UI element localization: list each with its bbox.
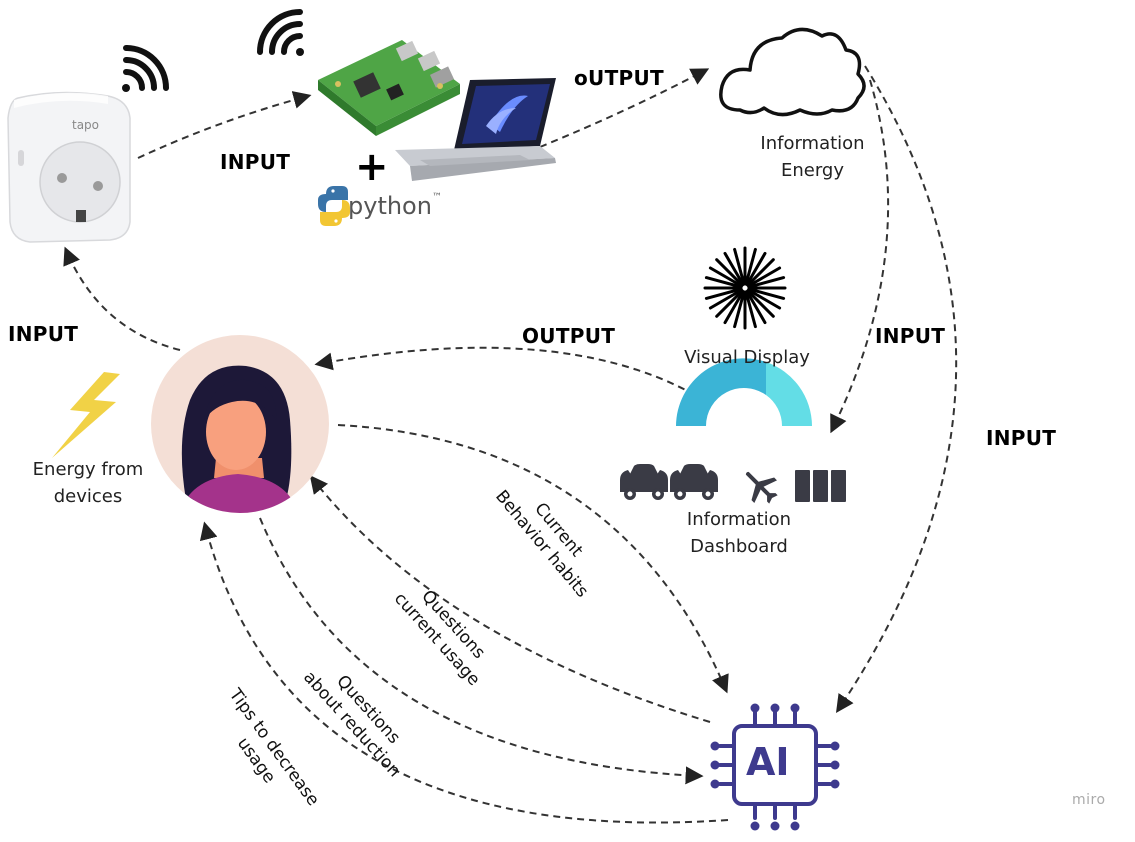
starburst-ray [723, 290, 745, 325]
plug-brand-label: tapo [72, 118, 100, 132]
cloud-label-line-2: Energy [780, 160, 845, 181]
visual-display-label: Visual Display [684, 347, 810, 368]
starburst-ray [747, 288, 782, 310]
starburst-ray [745, 290, 767, 325]
dashboard-label-line-1: Information [686, 509, 792, 530]
label-input-cloud-to-dashboard: INPUT [875, 324, 946, 348]
energy-label-line-1: Energy from [32, 459, 144, 480]
starburst-ray [746, 258, 775, 287]
smart-plug-icon [7, 91, 131, 243]
python-logo-icon [318, 186, 350, 226]
lightning-icon [52, 372, 120, 458]
wifi-icon-plug [122, 45, 169, 92]
wifi-icon-pi [257, 9, 304, 56]
starburst-ray [746, 289, 775, 318]
starburst-ray [747, 276, 786, 289]
starburst-ray [704, 276, 743, 289]
edge-cloud-to-dashboard [830, 79, 890, 434]
starburst-ray [733, 247, 746, 286]
car-icon-2 [670, 464, 718, 500]
starburst-icon [703, 246, 787, 330]
energy-label-line-2: devices [53, 486, 123, 507]
starburst-ray [744, 247, 757, 286]
laptop-icon [395, 78, 556, 181]
edge-ai-to-user-usage [309, 475, 711, 723]
edge-user-to-ai-behavior [337, 424, 729, 694]
label-input-plug-to-pi: INPUT [220, 150, 291, 174]
car-icon-1 [620, 464, 668, 500]
starburst-ray [704, 287, 743, 300]
starburst-ray [715, 289, 744, 318]
starburst-ray [747, 287, 786, 300]
label-output-dashboard-to-user: OUTPUT [522, 324, 616, 348]
python-trademark: ™ [431, 192, 442, 203]
plane-icon [745, 471, 778, 504]
starburst-ray [733, 290, 746, 329]
miro-watermark: miro [1072, 792, 1106, 808]
starburst-ray [747, 266, 782, 288]
starburst-ray [715, 258, 744, 287]
starburst-ray [723, 251, 745, 286]
edge-laptop-to-cloud [539, 68, 710, 148]
ai-chip-label: AI [746, 740, 790, 784]
starburst-ray [708, 288, 743, 310]
avatar [151, 335, 329, 513]
cloud-label: Information Energy [740, 130, 885, 184]
cloud-label-line-1: Information [760, 133, 865, 154]
energy-label: Energy from devices [18, 456, 158, 510]
edge-cloud-to-ai [835, 65, 958, 713]
python-label: python™ [348, 192, 442, 220]
edge-user-to-plug [63, 246, 181, 351]
python-word: python [348, 192, 432, 220]
edge-dashboard-to-user [314, 346, 696, 396]
ai-chip-icon [710, 703, 840, 831]
cloud-icon [719, 27, 866, 117]
dashboard-label-line-2: Dashboard [690, 536, 788, 557]
label-output-to-cloud: oUTPUT [574, 66, 664, 90]
plus-sign: + [355, 144, 389, 190]
label-input-cloud-to-ai: INPUT [986, 426, 1057, 450]
gauge-icon [676, 358, 812, 426]
label-input-user-to-plug: INPUT [8, 322, 79, 346]
raspberry-pi-icon [318, 40, 460, 136]
starburst-ray [745, 251, 767, 286]
server-icon [795, 470, 846, 502]
dashboard-label: Information Dashboard [664, 506, 814, 560]
starburst-ray [744, 290, 757, 329]
edge-plug-to-pi [137, 91, 312, 159]
edge-ai-to-user-tips [199, 521, 729, 824]
starburst-ray [708, 266, 743, 288]
